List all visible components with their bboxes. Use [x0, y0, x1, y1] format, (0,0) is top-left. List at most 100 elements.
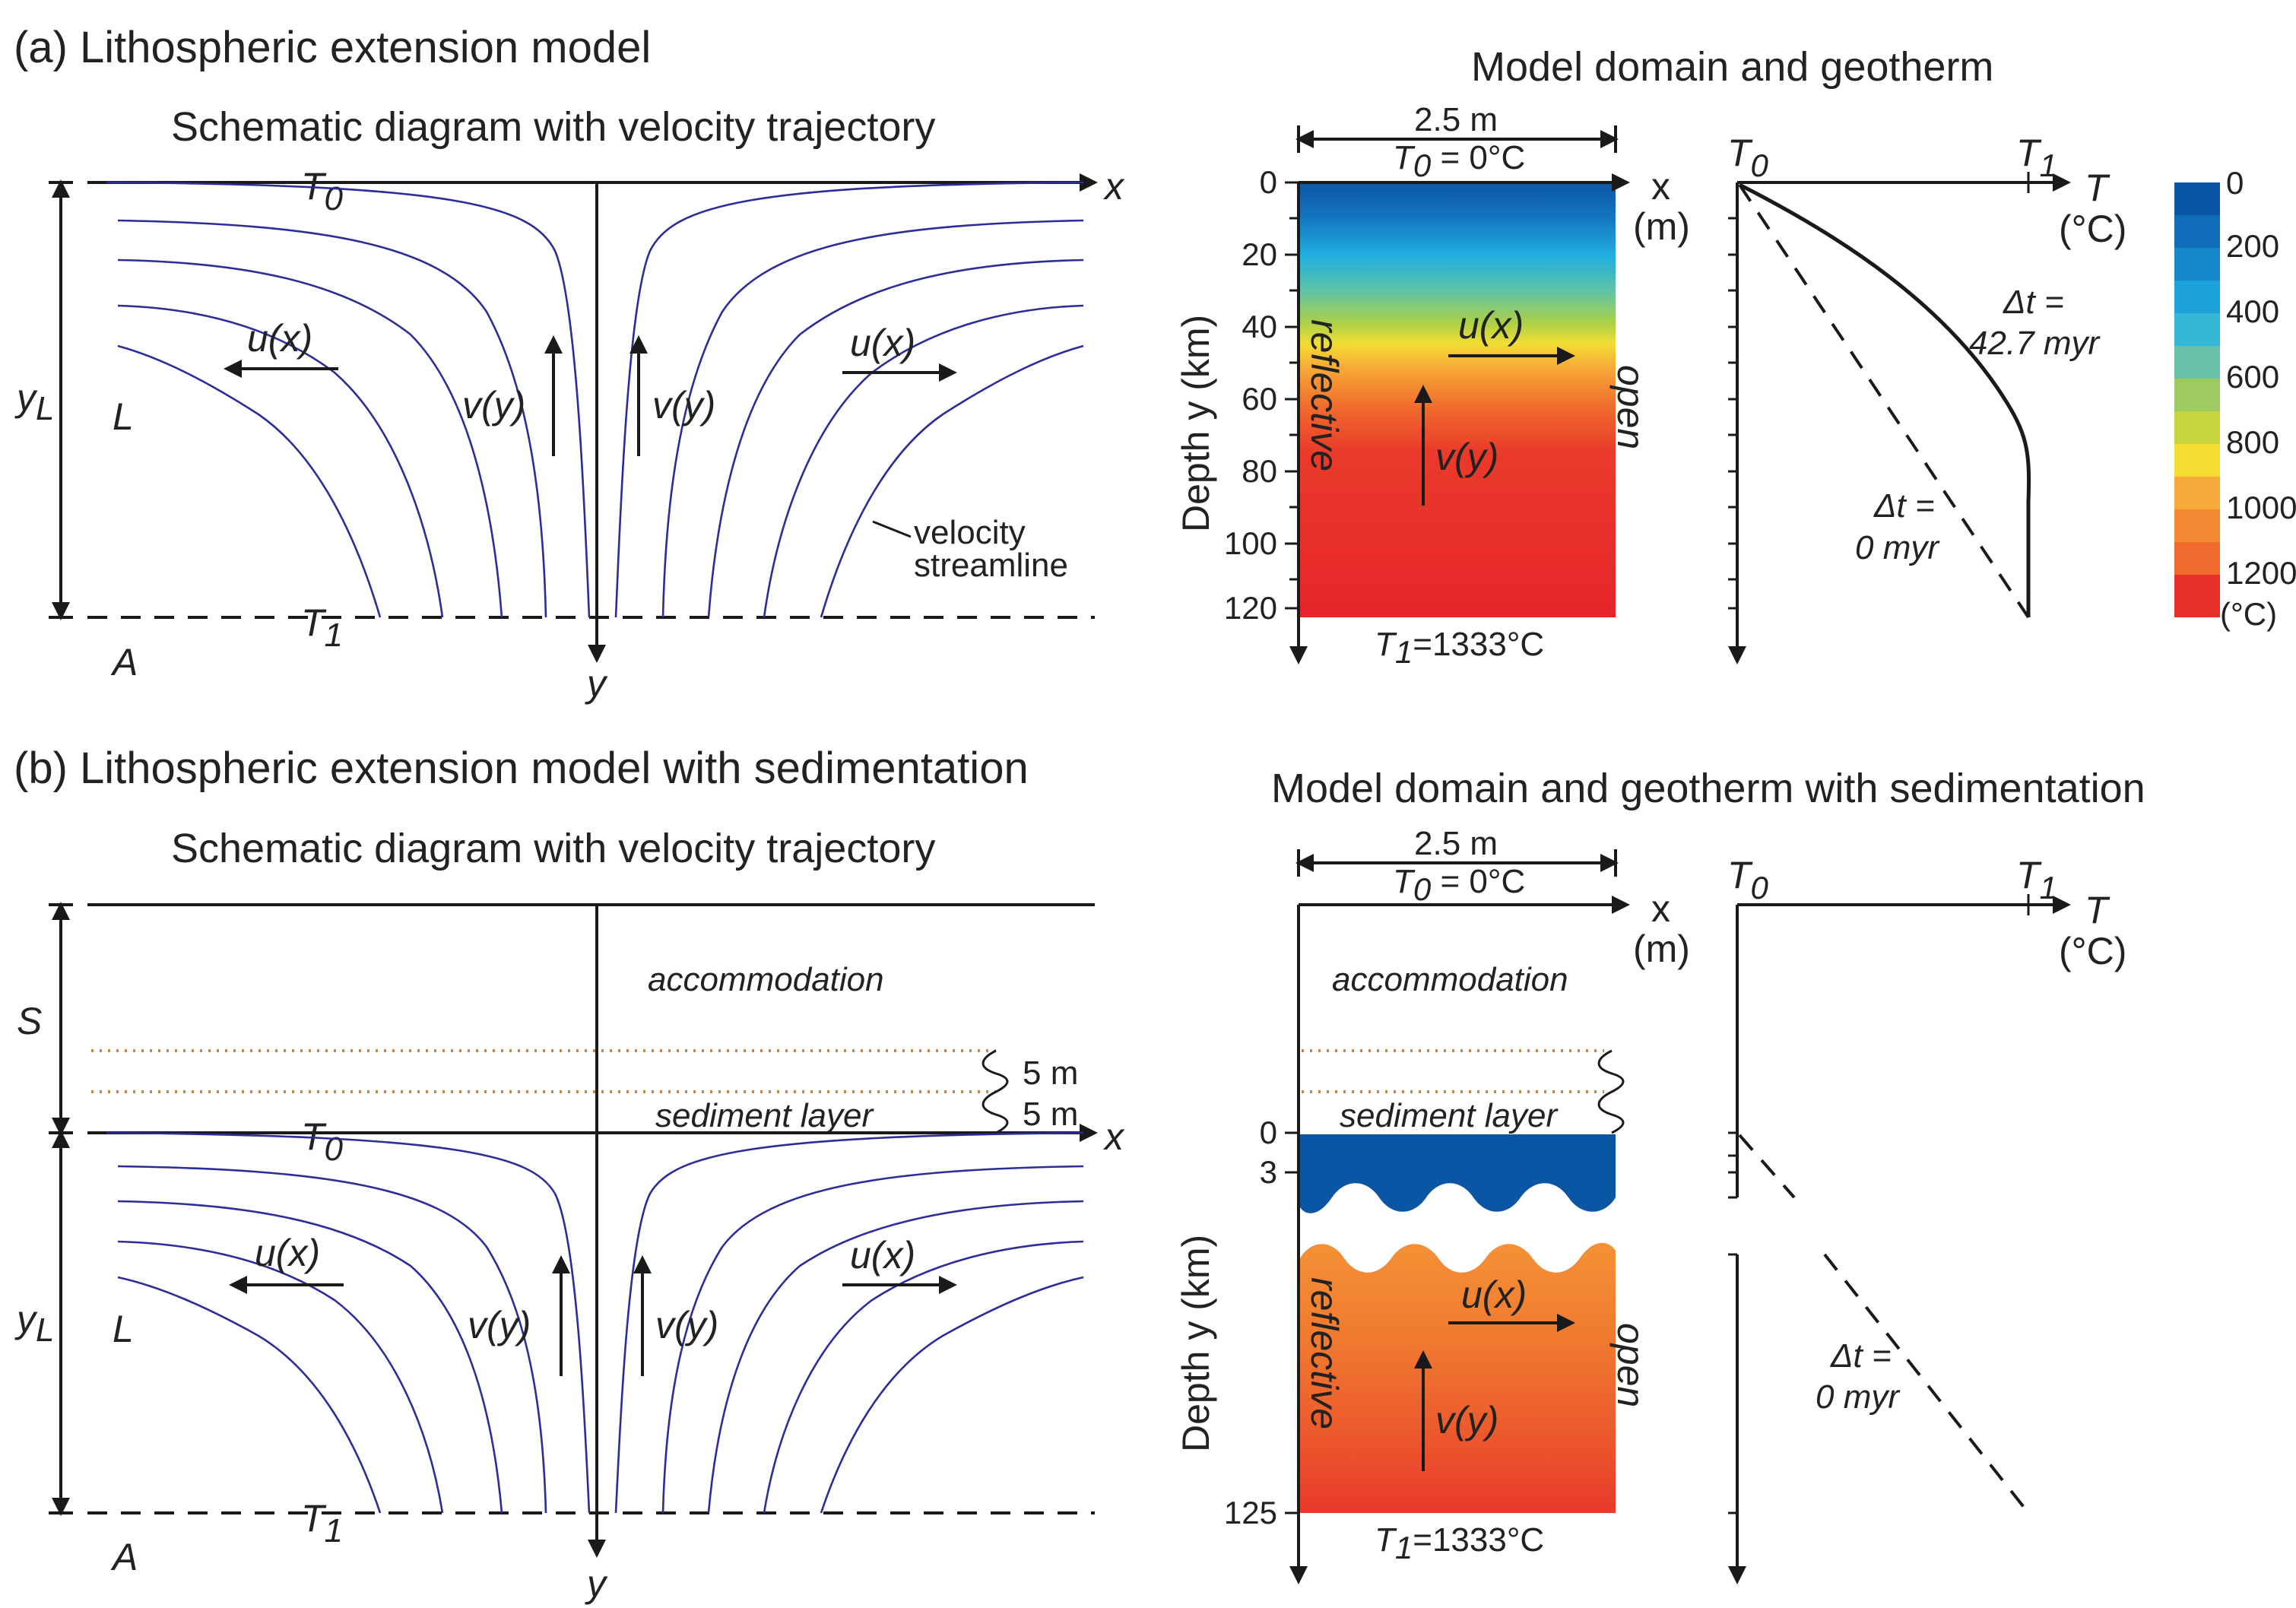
svg-text:40: 40	[1242, 309, 1277, 344]
domain-v-label: v(y)	[1435, 436, 1498, 478]
left-boundary-label: reflective	[1303, 319, 1346, 471]
sediment-layer-label-domain: sediment layer	[1340, 1097, 1559, 1134]
depth-axis-label: Depth y (km)	[1175, 315, 1217, 532]
temperature-field	[1300, 182, 1616, 617]
initial-geotherm-label-1-b: Δt =	[1830, 1337, 1892, 1375]
svg-text:800: 800	[2226, 424, 2279, 460]
t1-label-b: T1	[301, 1497, 343, 1549]
geotherm-t1-label: T1	[2016, 132, 2057, 183]
svg-text:80: 80	[1242, 453, 1277, 489]
t1-label: T1	[301, 601, 343, 654]
t0-label: T0	[301, 165, 344, 217]
initial-geotherm-lower-b	[1823, 1253, 2030, 1514]
v-y-label-right: v(y)	[652, 384, 715, 427]
temperature-axis-label-b: T	[2085, 889, 2110, 931]
svg-text:125: 125	[1224, 1495, 1277, 1530]
asthenosphere-label: A	[110, 641, 138, 683]
right-boundary-label-b: open	[1609, 1323, 1652, 1407]
streamline-note-1: velocity	[914, 514, 1026, 551]
panel-a-domain-title: Model domain and geotherm	[1471, 44, 1993, 90]
domain-u-label-b: u(x)	[1461, 1273, 1527, 1316]
x-axis-label: x	[1103, 165, 1125, 208]
svg-text:1000: 1000	[2226, 490, 2296, 525]
temperature-axis-unit-b: (°C)	[2059, 930, 2126, 972]
streamlines-right-b	[614, 1131, 1084, 1514]
panel-b-domain-title: Model domain and geotherm with sedimenta…	[1271, 766, 2145, 811]
domain-x-unit: (m)	[1633, 205, 1690, 248]
geotherm-t0-label: T0	[1727, 132, 1769, 183]
lower-slab	[1300, 1242, 1616, 1513]
svg-text:60: 60	[1242, 381, 1277, 417]
panel-b: (b) Lithospheric extension model with se…	[14, 744, 2145, 1605]
geotherm-t1-label-b: T1	[2016, 854, 2057, 905]
width-label: 2.5 m	[1414, 101, 1498, 138]
lithosphere-label: L	[113, 395, 134, 438]
svg-text:20: 20	[1242, 236, 1277, 272]
svg-text:1200: 1200	[2226, 555, 2296, 591]
geotherm-t0-label-b: T0	[1727, 854, 1769, 905]
initial-geotherm-label-1: Δt =	[1873, 487, 1935, 525]
asthenosphere-label-b: A	[110, 1536, 138, 1578]
svg-text:3: 3	[1260, 1154, 1277, 1190]
geotherm-depth-ticks	[1728, 217, 1737, 610]
u-x-label-right-b: u(x)	[850, 1234, 915, 1277]
svg-text:(°C): (°C)	[2220, 596, 2277, 632]
streamline-note-2: streamline	[914, 547, 1068, 584]
s-label: S	[17, 1000, 42, 1042]
bottom-temp-label-b: T1=1333°C	[1375, 1521, 1544, 1565]
temperature-axis-label: T	[2085, 167, 2110, 209]
layer-spacing-squiggle	[982, 1049, 1009, 1134]
streamlines-right	[614, 181, 1084, 618]
u-x-label-right: u(x)	[850, 322, 915, 364]
svg-text:120: 120	[1224, 590, 1277, 626]
y-axis-label-b: y	[585, 1562, 608, 1605]
u-x-label-left: u(x)	[247, 317, 312, 360]
v-y-label-left-b: v(y)	[468, 1304, 531, 1346]
right-boundary-label: open	[1609, 365, 1652, 449]
accommodation-label: accommodation	[648, 961, 884, 998]
lithosphere-label-b: L	[113, 1308, 134, 1350]
width-label-b: 2.5 m	[1414, 825, 1498, 862]
u-x-label-left-b: u(x)	[255, 1232, 320, 1274]
depth-axis-label-b: Depth y (km)	[1175, 1235, 1217, 1452]
x-axis-label-b: x	[1103, 1115, 1125, 1158]
t0-label-b: T0	[301, 1115, 344, 1168]
geotherm-label-2: 42.7 myr	[1969, 325, 2101, 362]
svg-text:100: 100	[1224, 525, 1277, 561]
domain-v-label-b: v(y)	[1435, 1399, 1498, 1441]
svg-text:200: 200	[2226, 228, 2279, 264]
yl-label-b: yL	[14, 1298, 54, 1349]
yl-label: yL	[14, 376, 54, 427]
geotherm-curve	[1738, 182, 2031, 617]
left-boundary-label-b: reflective	[1303, 1277, 1346, 1429]
panel-b-schematic-title: Schematic diagram with velocity trajecto…	[171, 826, 935, 871]
depth-ticks-b: 0 3 125	[1224, 1115, 1299, 1530]
domain-x-label-b: x	[1651, 887, 1670, 930]
panel-a-title: (a) Lithospheric extension model	[14, 23, 651, 72]
svg-text:0: 0	[1260, 164, 1277, 200]
upper-slab	[1300, 1134, 1616, 1213]
accommodation-label-domain: accommodation	[1332, 961, 1568, 998]
depth-ticks-a: 0 20 40 60 80 100 120	[1224, 164, 1299, 626]
layer-5m-b: 5 m	[1023, 1096, 1078, 1133]
v-y-label-right-b: v(y)	[655, 1304, 718, 1346]
y-axis-label: y	[585, 662, 608, 705]
colorbar: 0 200 400 600 800 1000 1200 (°C)	[2174, 165, 2296, 632]
sediment-layer-label: sediment layer	[655, 1097, 874, 1134]
panel-b-title: (b) Lithospheric extension model with se…	[14, 744, 1029, 793]
initial-geotherm-label-2-b: 0 myr	[1816, 1378, 1901, 1416]
v-y-label-left: v(y)	[462, 384, 525, 427]
panel-a-schematic-title: Schematic diagram with velocity trajecto…	[171, 104, 935, 150]
svg-text:0: 0	[2226, 165, 2244, 201]
domain-x-label: x	[1651, 165, 1670, 208]
domain-x-unit-b: (m)	[1633, 928, 1690, 970]
geotherm-label-1: Δt =	[2003, 284, 2064, 321]
initial-geotherm-label-2: 0 myr	[1855, 529, 1940, 566]
bottom-temp-label: T1=1333°C	[1375, 626, 1544, 670]
streamlines-left	[106, 181, 591, 618]
temperature-axis-unit: (°C)	[2059, 208, 2126, 250]
domain-u-label: u(x)	[1458, 304, 1524, 347]
top-temp-label-b: T0 = 0°C	[1393, 863, 1525, 907]
streamlines-left-b	[106, 1131, 591, 1514]
svg-text:600: 600	[2226, 359, 2279, 395]
